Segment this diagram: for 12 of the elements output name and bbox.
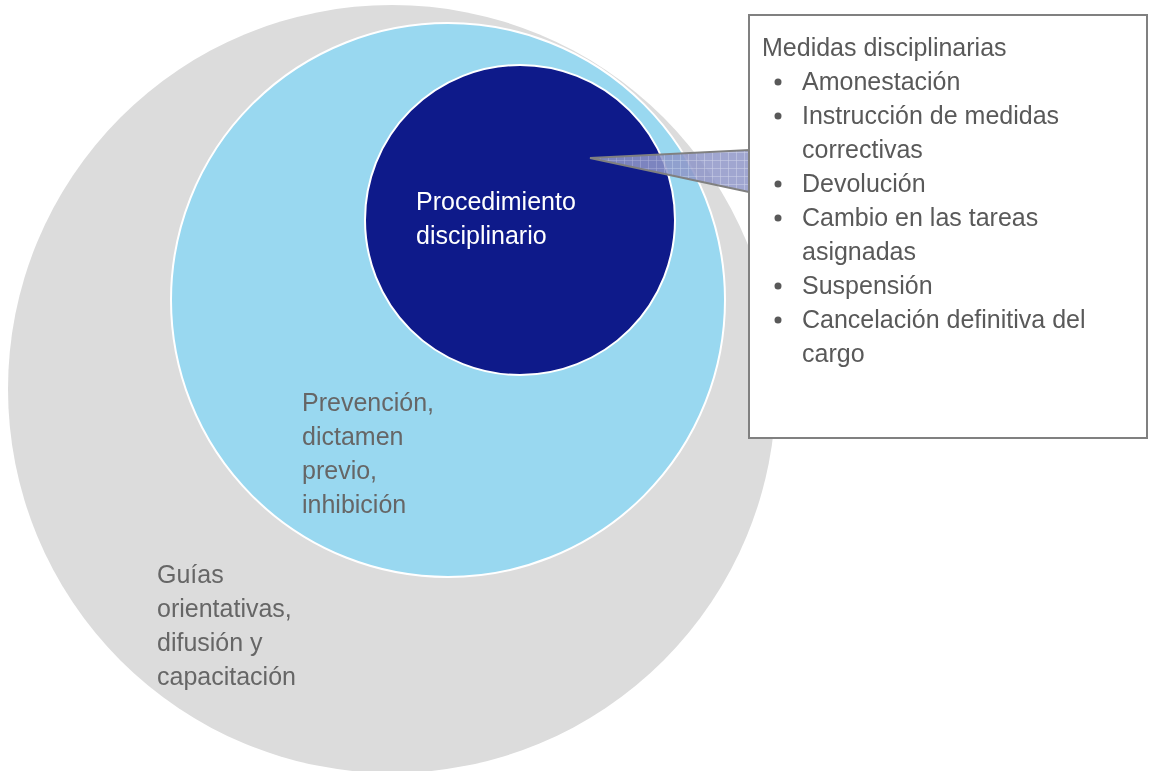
- list-item: Cancelación definitiva del cargo: [762, 302, 1134, 370]
- list-item: Amonestación: [762, 64, 1134, 98]
- list-item: Cambio en las tareas asignadas: [762, 200, 1134, 268]
- circle-label: Prevención, dictamen previo, inhibición: [302, 387, 436, 520]
- circle-label: Guías orientativas, difusión y capacitación: [157, 559, 297, 692]
- callout-pointer: [589, 148, 750, 194]
- callout-heading: Medidas disciplinarias: [762, 32, 1008, 63]
- list-item: Devolución: [762, 166, 1134, 200]
- list-item: Suspensión: [762, 268, 1134, 302]
- list-item: Instrucción de medidas correctivas: [762, 98, 1134, 166]
- callout-box: [748, 14, 1148, 439]
- circle-label: Procedimiento disciplinario: [416, 186, 577, 251]
